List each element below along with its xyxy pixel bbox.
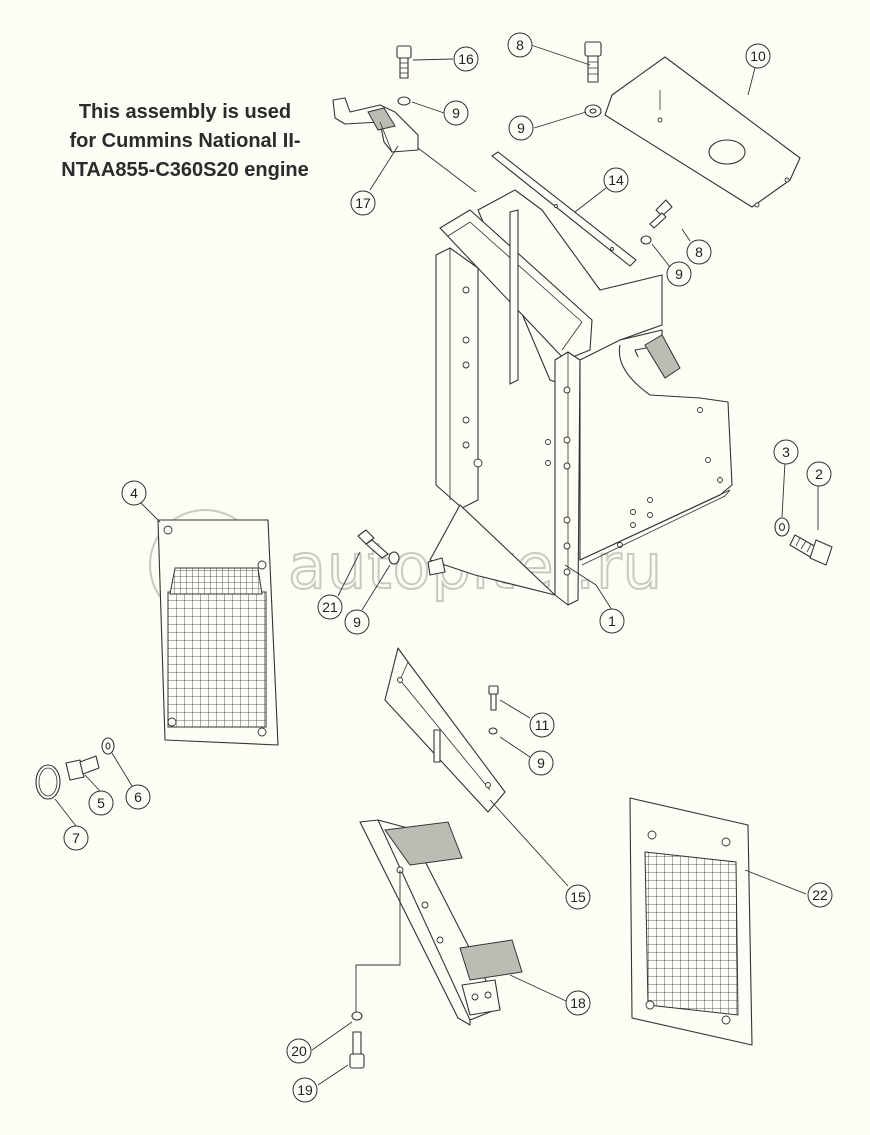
callout-22: 22: [807, 882, 833, 908]
svg-text:19: 19: [297, 1082, 313, 1098]
part-22-right-screen: [629, 797, 753, 1046]
svg-text:8: 8: [516, 37, 524, 53]
part-5-bolt: [65, 755, 100, 781]
callout-9-e: 9: [528, 750, 554, 776]
part-11-bolt: [488, 685, 499, 711]
svg-text:9: 9: [353, 614, 361, 630]
part-21-bolt: [357, 529, 389, 559]
svg-text:9: 9: [452, 105, 460, 121]
callout-9-a: 9: [443, 100, 469, 126]
part-8-bolt-mid: [649, 199, 673, 229]
part-2-bolt: [789, 534, 833, 566]
svg-text:7: 7: [72, 830, 80, 846]
svg-text:18: 18: [570, 995, 586, 1011]
part-18-lower-bracket: [359, 819, 523, 1026]
svg-text:15: 15: [570, 889, 586, 905]
svg-text:11: 11: [535, 717, 550, 733]
part-9-washer-left: [397, 96, 411, 106]
svg-text:3: 3: [782, 444, 790, 460]
callout-11: 11: [529, 712, 555, 738]
svg-text:5: 5: [97, 795, 105, 811]
callout-1: 1: [599, 608, 625, 634]
callout-6: 6: [125, 784, 151, 810]
svg-text:20: 20: [291, 1043, 307, 1059]
callout-9-b: 9: [508, 115, 534, 141]
callout-9-d: 9: [344, 609, 370, 635]
assembly-note-line-2: for Cummins National II-: [69, 130, 301, 152]
part-17-bracket: [332, 97, 419, 153]
part-9-washer-lower: [388, 551, 400, 565]
callout-7: 7: [63, 825, 89, 851]
svg-text:1: 1: [608, 613, 616, 629]
svg-text:2: 2: [815, 466, 823, 482]
callout-3: 3: [773, 439, 799, 465]
part-19-bolt: [349, 1031, 365, 1069]
callout-21: 21: [317, 594, 343, 620]
callout-8-mid: 8: [686, 239, 712, 265]
leader-lines: [54, 44, 819, 1086]
callout-14: 14: [603, 167, 629, 193]
svg-text:16: 16: [458, 51, 474, 67]
callouts: 16 8 10 9 9 17 14 8 9 3 2 4 21 9 1 11 9 …: [63, 32, 833, 1103]
callout-16: 16: [453, 46, 479, 72]
part-16-bolt: [396, 45, 412, 79]
callout-15: 15: [565, 884, 591, 910]
callout-18: 18: [565, 990, 591, 1016]
part-4-left-screen: [157, 519, 279, 746]
svg-text:4: 4: [130, 485, 138, 501]
assembly-note-line-1: This assembly is used: [78, 101, 292, 123]
callout-2: 2: [806, 461, 832, 487]
part-7-ring: [35, 764, 61, 800]
svg-text:22: 22: [812, 887, 828, 903]
callout-19: 19: [292, 1077, 318, 1103]
part-10-cover: [604, 56, 801, 208]
part-20-washer: [351, 1011, 363, 1021]
svg-text:14: 14: [608, 172, 624, 188]
part-1-shroud-frame: [427, 189, 733, 606]
svg-text:6: 6: [134, 789, 142, 805]
part-15-bracket: [384, 647, 506, 813]
assembly-note: This assembly is used for Cummins Nation…: [20, 98, 350, 185]
callout-10: 10: [745, 43, 771, 69]
svg-text:10: 10: [750, 48, 766, 64]
callout-20: 20: [286, 1038, 312, 1064]
callout-5: 5: [88, 790, 114, 816]
svg-text:8: 8: [695, 244, 703, 260]
svg-text:21: 21: [322, 599, 338, 615]
part-14-strip: [491, 151, 637, 267]
svg-text:9: 9: [517, 120, 525, 136]
assembly-note-line-3: NTAA855-C360S20 engine: [61, 159, 309, 181]
part-9-washer-bottom: [488, 727, 498, 735]
callout-8-top: 8: [507, 32, 533, 58]
callout-9-c: 9: [666, 261, 692, 287]
part-9-washer-mid: [640, 235, 652, 245]
callout-4: 4: [121, 480, 147, 506]
callout-17: 17: [350, 190, 376, 216]
svg-text:17: 17: [355, 195, 371, 211]
svg-text:9: 9: [537, 755, 545, 771]
part-8-bolt-top: [584, 41, 602, 83]
svg-text:9: 9: [675, 266, 683, 282]
